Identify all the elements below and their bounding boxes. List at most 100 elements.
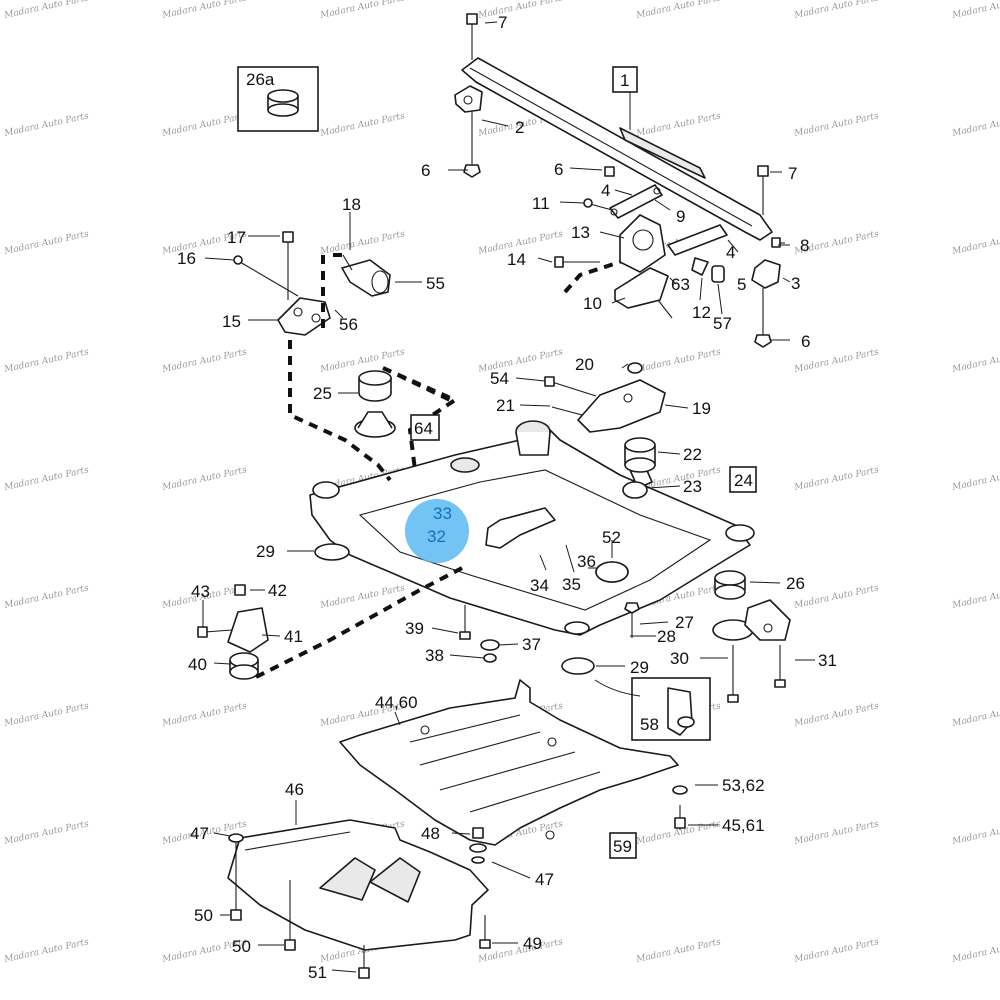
callout-27: 27 [675,613,694,632]
callout-37: 37 [522,635,541,654]
callout-4: 4 [601,181,610,200]
upper-bushing [354,370,396,438]
watermark-text: Madara Auto Parts [319,229,407,257]
callout-8: 8 [800,236,809,255]
watermark-text: Madara Auto Parts [793,583,881,611]
callout-7: 7 [498,13,507,32]
callout-13: 13 [571,223,590,242]
callout-4: 4 [726,243,735,262]
watermark-text: Madara Auto Parts [951,111,1000,139]
callout-5: 5 [737,275,746,294]
callout-38: 38 [425,646,444,665]
callout-42: 42 [268,581,287,600]
callout-43: 43 [191,582,210,601]
watermark-text: Madara Auto Parts [793,0,881,21]
callout-14: 14 [507,250,526,269]
callout-22: 22 [683,445,702,464]
callout-31: 31 [818,651,837,670]
watermark-text: Madara Auto Parts [635,937,723,965]
watermark-text: Madara Auto Parts [635,0,723,21]
callout-25: 25 [313,384,332,403]
box-1 [612,66,638,93]
watermark-text: Madara Auto Parts [319,347,407,375]
watermark-text: Madara Auto Parts [477,0,565,21]
callout-17: 17 [227,228,246,247]
callout-63: 63 [671,275,690,294]
watermark-text: Madara Auto Parts [3,0,91,21]
callout-18: 18 [342,195,361,214]
highlight-marker [405,499,469,563]
watermark-text: Madara Auto Parts [319,0,407,21]
watermark-text: Madara Auto Parts [319,583,407,611]
bottom-fasteners [228,785,688,979]
callout-30: 30 [670,649,689,668]
callout-3: 3 [791,274,800,293]
callout-19: 19 [692,399,711,418]
watermark-text: Madara Auto Parts [793,819,881,847]
watermark-text: Madara Auto Parts [3,819,91,847]
watermark-text: Madara Auto Parts [161,111,249,139]
callout-51: 51 [308,963,327,982]
watermark-text: Madara Auto Parts [319,111,407,139]
callout-53-62: 53,62 [722,776,765,795]
callout-46: 46 [285,780,304,799]
callout-47: 47 [535,870,554,889]
watermark-text: Madara Auto Parts [161,701,249,729]
rear-right-mount [712,570,791,703]
watermark-text: Madara Auto Parts [793,465,881,493]
watermark-text: Madara Auto Parts [951,701,1000,729]
watermark-text: Madara Auto Parts [951,937,1000,965]
watermark-text: Madara Auto Parts [3,229,91,257]
watermark-text: Madara Auto Parts [3,347,91,375]
callout-21: 21 [496,396,515,415]
callout-26a: 26a [246,70,275,89]
callout-23: 23 [683,477,702,496]
callout-2: 2 [515,118,524,137]
callout-10: 10 [583,294,602,313]
callout-11: 11 [532,194,550,213]
callout-29: 29 [630,658,649,677]
callout-6: 6 [421,161,430,180]
callout-41: 41 [284,627,303,646]
callout-29: 29 [256,542,275,561]
watermark-text: Madara Auto Parts [3,701,91,729]
callout-45-61: 45,61 [722,816,765,835]
watermark-text: Madara Auto Parts [951,583,1000,611]
watermark-text: Madara Auto Parts [951,229,1000,257]
watermark-text: Madara Auto Parts [161,465,249,493]
watermark-text: Madara Auto Parts [161,0,249,21]
callout-57: 57 [713,314,732,333]
box-64 [410,414,440,441]
callout-6: 6 [801,332,810,351]
right-mount-parts [544,362,666,499]
callout-52: 52 [602,528,621,547]
watermark-text: Madara Auto Parts [161,347,249,375]
callout-34: 34 [530,576,549,595]
callout-44-60: 44,60 [375,693,418,712]
watermark-text: Madara Auto Parts [3,465,91,493]
watermark-text: Madara Auto Parts [793,347,881,375]
callout-58: 58 [640,715,659,734]
watermark-text: Madara Auto Parts [951,0,1000,21]
underbody-shield [339,679,679,846]
callout-33: 33 [433,504,452,523]
callout-59: 59 [613,837,632,856]
callout-6: 6 [554,160,563,179]
callout-40: 40 [188,655,207,674]
callout-28: 28 [657,627,676,646]
watermark-text: Madara Auto Parts [3,583,91,611]
left-mount-bracket [233,231,391,336]
callout-20: 20 [575,355,594,374]
watermark-text: Madara Auto Parts [793,937,881,965]
watermark-text: Madara Auto Parts [3,937,91,965]
callout-36: 36 [577,552,596,571]
watermark-text: Madara Auto Parts [951,347,1000,375]
callout-56: 56 [339,315,358,334]
callout-9: 9 [676,207,685,226]
engine-mount-assembly [554,166,785,348]
callout-32: 32 [427,527,446,546]
relation-dashed-lines [249,253,621,682]
callout-16: 16 [177,249,196,268]
callout-39: 39 [405,619,424,638]
